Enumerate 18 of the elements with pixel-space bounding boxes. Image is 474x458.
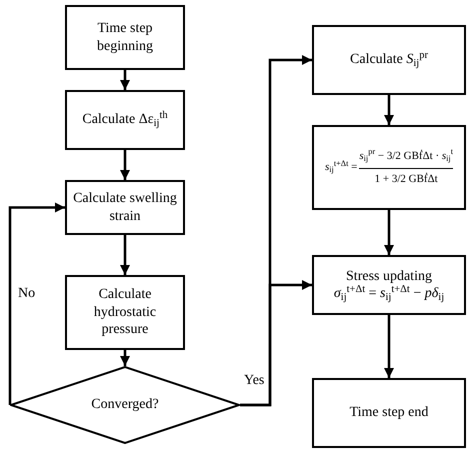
step-text: Calculate hydrostatic pressure [92, 286, 158, 339]
step-text: σ$_{ij}$$^{t+Δt}$ = s$_{ij}$$^{t+Δt}$ − pδ$_{ij}$ [334, 285, 444, 302]
step-text: Stress updating [346, 268, 432, 285]
formula-text: 1 + 3/2 GBḟΔt [374, 172, 438, 187]
step-text: Time step beginning [96, 20, 154, 55]
arrow [120, 150, 130, 180]
formula-text: s$_{ij}$$^{t+Δt}$ = [324, 159, 358, 176]
decision-label: Converged? [91, 396, 159, 414]
arrow [384, 210, 394, 255]
arrow [384, 95, 394, 125]
step-text: Time step end [350, 404, 428, 422]
arrow [384, 315, 394, 378]
arrow [240, 280, 312, 406]
arrow [120, 70, 130, 90]
arrow [120, 350, 130, 366]
step-text: Calculate swelling strain [72, 190, 178, 225]
arrow [8, 202, 65, 405]
arrow [120, 235, 130, 275]
